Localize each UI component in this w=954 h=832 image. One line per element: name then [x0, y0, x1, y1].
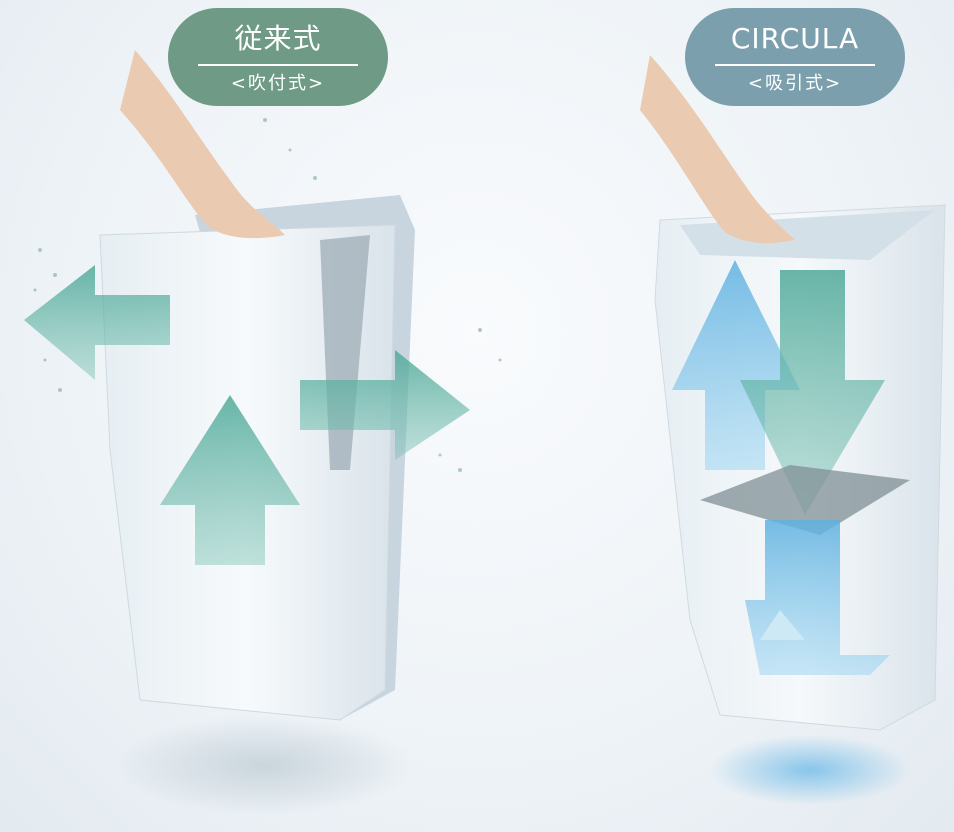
label-divider: [198, 64, 358, 66]
label-divider: [715, 64, 875, 66]
circula-title: CIRCULA: [685, 22, 905, 56]
left-floor-shadow: [115, 715, 415, 815]
circula-subtitle: <吸引式>: [685, 72, 905, 96]
conventional-label: 従来式 <吹付式>: [168, 8, 388, 106]
conventional-title: 従来式: [168, 22, 388, 56]
circula-dryer: [640, 55, 945, 805]
circula-label: CIRCULA <吸引式>: [685, 8, 905, 106]
conventional-subtitle: <吹付式>: [168, 72, 388, 96]
conventional-dryer: [24, 50, 502, 815]
right-floor-shadow: [710, 735, 910, 805]
